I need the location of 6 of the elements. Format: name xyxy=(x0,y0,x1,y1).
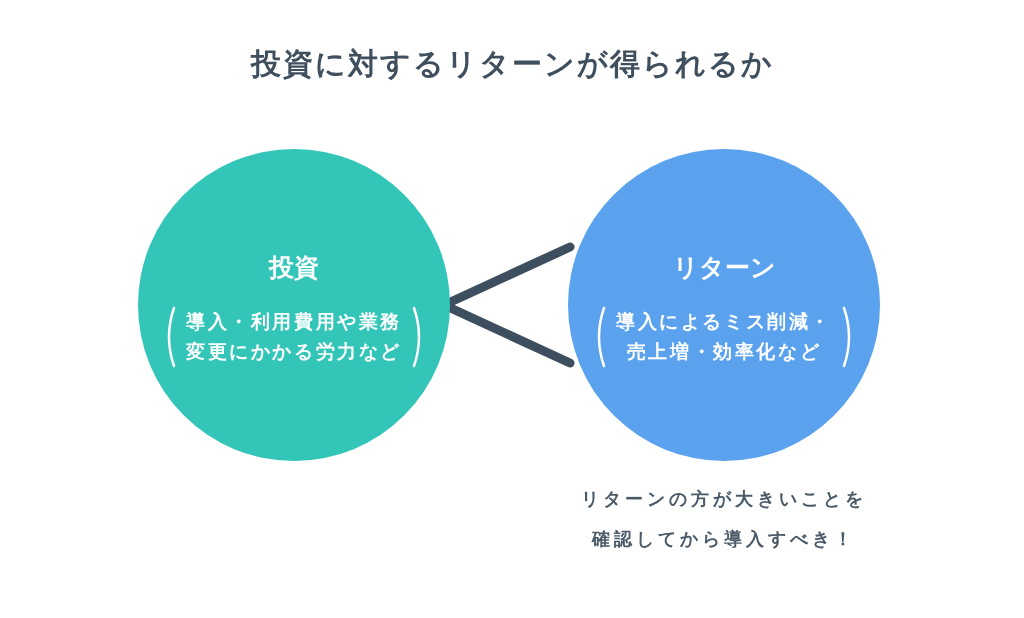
diagram-title: 投資に対するリターンが得られるか xyxy=(249,45,775,83)
note-text: リターンの方が大きいことを確認してから導入すべき！ xyxy=(580,487,868,551)
circle-heading: リターン xyxy=(671,252,777,284)
circle-description: 導入によるミス削減・売上増・効率化など xyxy=(616,309,832,364)
circle-heading: 投資 xyxy=(267,252,320,284)
circle-description: 導入・利用費用や業務変更にかかる労力など xyxy=(186,309,402,364)
